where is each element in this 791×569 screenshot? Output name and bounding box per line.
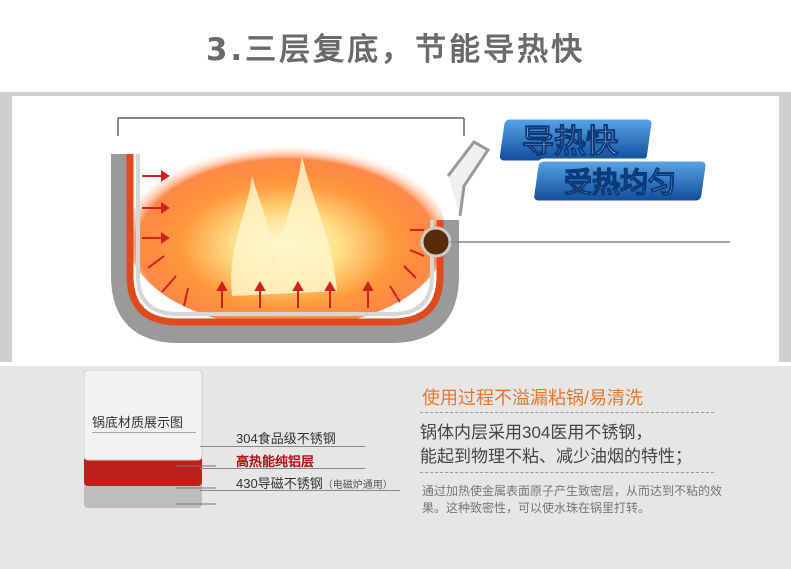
pot-handle [446, 140, 491, 217]
pot-outer-wall [111, 154, 459, 343]
callout-body: 锅体内层采用304医用不锈钢， 能起到物理不粘、减少油烟的特性； [420, 421, 692, 469]
badge-bottom [531, 158, 709, 204]
heat-arrow-head [216, 280, 228, 291]
heat-arrow-head [161, 170, 170, 182]
layer-sample-graphic [84, 370, 216, 508]
layer-label-text: 高热能纯铝层 [236, 454, 315, 469]
heat-arrow-head [324, 280, 336, 291]
layer-label-note: （电磁炉通用） [322, 480, 393, 491]
heat-arrow [147, 255, 165, 269]
heat-arrow-head [362, 280, 374, 291]
heat-badge: 导热快 受热均匀 [496, 116, 709, 204]
heat-arrow-head [161, 232, 170, 244]
pot-rim-line [117, 117, 465, 136]
callout-body-line2: 能起到物理不粘、减少油烟的特性； [420, 447, 692, 466]
pot-aluminum-layer [126, 154, 444, 326]
heat-arrow-head [292, 280, 304, 291]
page-title: 3.三层复底，节能导热快 [205, 32, 586, 68]
heat-arrow [403, 265, 417, 279]
layer-rule-1 [200, 446, 365, 447]
caption-underline [92, 432, 196, 433]
badge-line1: 导热快 [522, 122, 619, 160]
title-band [0, 0, 791, 92]
heat-arrow [161, 275, 177, 293]
callout-divider [420, 412, 714, 413]
badge-line2: 受热均匀 [564, 166, 676, 199]
callout-note: 通过加热使金属表面原子产生致密层，从而达到不粘的效果。这种致密性，可以使水珠在锅… [422, 484, 723, 515]
layer-label-text: 304食品级不锈钢 [236, 431, 336, 446]
layer-label-2: 高热能纯铝层 [236, 451, 314, 470]
callout-body-line1: 锅体内层采用304医用不锈钢， [420, 423, 653, 442]
pot-cross-section: 导热快 受热均匀 [111, 116, 730, 343]
heat-arrow-head [161, 202, 170, 214]
layer-label-text: 430导磁不锈钢 [236, 476, 323, 491]
heat-arrow [183, 287, 189, 307]
pot-inner-wall [136, 154, 434, 316]
layers-caption: 锅底材质展示图 [92, 415, 184, 430]
layer-top-steel [84, 370, 203, 461]
callout-title: 使用过程不溢漏粘锅/易清洗 [422, 388, 643, 408]
layer-label-3: 430导磁不锈钢（电磁炉通用） [236, 473, 393, 492]
flame-tongues [231, 156, 337, 296]
heat-arrow-head [254, 280, 266, 291]
handle-rivet [420, 226, 452, 258]
layer-rule-3 [200, 490, 400, 491]
heat-arrow [409, 249, 425, 257]
callout-divider [420, 472, 714, 473]
pot-diagram-panel: 导热快 受热均匀 [12, 96, 779, 366]
heat-arrow [389, 285, 401, 303]
layer-rule-2 [200, 468, 365, 469]
layer-label-1: 304食品级不锈钢 [236, 428, 336, 447]
heat-arrows [142, 170, 425, 308]
